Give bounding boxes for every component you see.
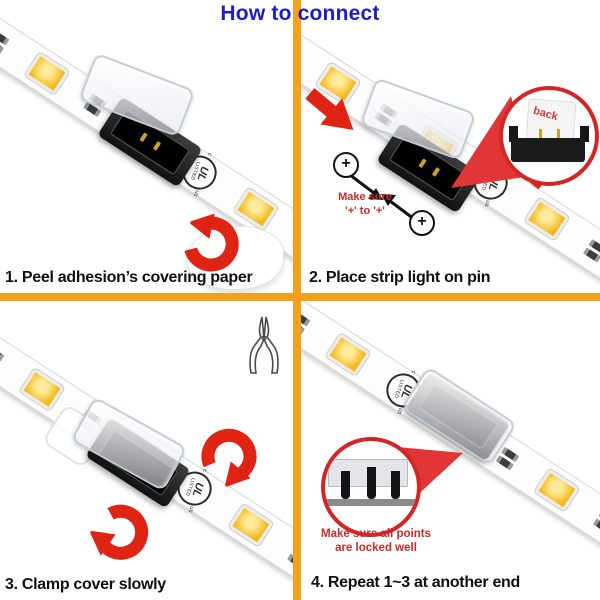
polarity-note: Make sure '+' to '+': [338, 191, 392, 217]
curved-arrow-icon: [184, 213, 239, 272]
red-arrow-icon: [305, 87, 354, 130]
curved-arrow-icon: [201, 428, 257, 488]
led-chip: [324, 332, 371, 376]
resistor-pair: [0, 345, 5, 370]
led-chip: [523, 197, 570, 241]
led-chip: [23, 51, 70, 95]
led-chip: [533, 468, 580, 512]
resistor-pair: [593, 509, 600, 534]
resistor-pair: [583, 238, 600, 263]
locked-view-inset: [321, 437, 421, 537]
resistor-pair: [301, 310, 311, 335]
curved-arrow-icon: [89, 504, 149, 560]
step-1-caption: 1. Peel adhesion’s covering paper: [5, 269, 253, 286]
step-3-caption: 3. Clamp cover slowly: [5, 576, 166, 593]
horizontal-divider: [0, 293, 600, 301]
pliers-icon: [249, 316, 279, 374]
step-4-caption: 4. Repeat 1~3 at another end: [311, 574, 521, 591]
page-title: How to connect: [220, 2, 380, 25]
black-arrow-icon: [349, 173, 383, 200]
led-chip: [18, 367, 65, 411]
circled-plus-icon: +: [409, 210, 435, 236]
led-chip: [227, 503, 274, 547]
step-2-caption: 2. Place strip light on pin: [309, 269, 491, 286]
locked-note: Make sure all points are locked well: [321, 528, 431, 555]
back-view-inset: back: [499, 86, 599, 186]
resistor-pair: [0, 29, 10, 54]
circled-plus-icon: +: [333, 152, 359, 178]
